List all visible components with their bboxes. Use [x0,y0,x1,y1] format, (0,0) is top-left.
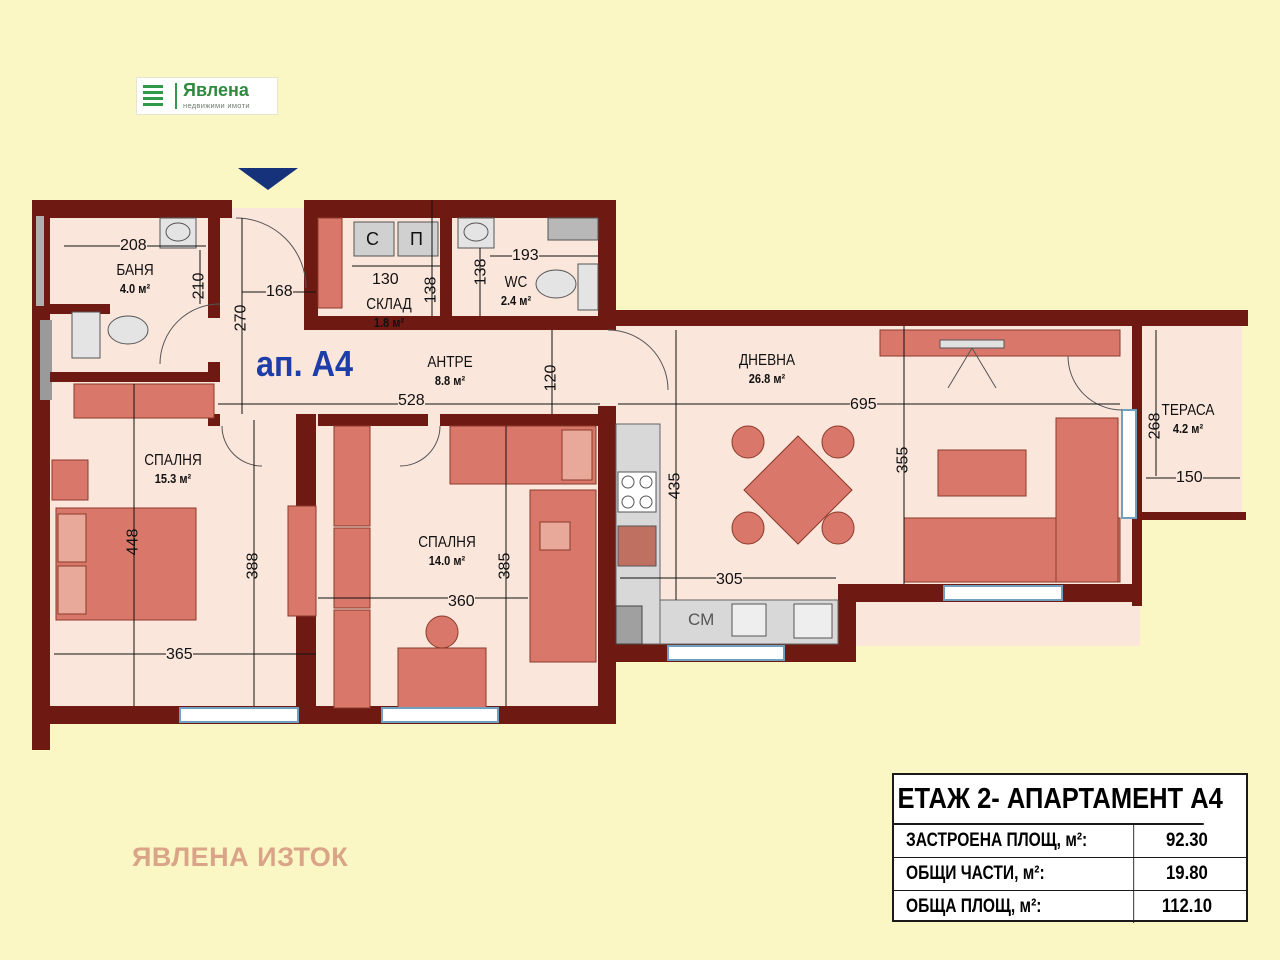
dim-270: 270 [232,304,250,332]
furniture [51,217,1121,709]
area-table-title: ЕТАЖ 2- АПАРТАМЕНТ А4 [894,775,1223,825]
appliance-mark-cm: СМ [688,610,715,629]
dim-305: 305 [716,571,743,588]
sanitary-fixtures [71,217,599,359]
area-table-row: ОБЩА ПЛОЩ, м²: 112.10 [894,891,1246,923]
dim-448: 448 [124,528,142,556]
dim-138-a: 138 [422,276,440,304]
project-name: ЯВЛЕНА ИЗТОК [132,842,349,872]
area-table-label: ОБЩА ПЛОЩ, м²: [906,896,1042,917]
dim-193: 193 [512,247,539,264]
logo-mark-icon [143,85,163,106]
storage-cabinets [353,221,439,257]
dimension-lines [54,200,1240,706]
windows [179,409,1137,723]
dim-435: 435 [666,472,684,500]
dim-388: 388 [244,552,262,580]
logo-divider [175,83,177,109]
area-table-row: ЗАСТРОЕНА ПЛОЩ, м²: 92.30 [894,825,1246,858]
dim-130: 130 [372,271,399,288]
left-side-block-2 [36,216,44,306]
area-table: ЕТАЖ 2- АПАРТАМЕНТ А4 ЗАСТРОЕНА ПЛОЩ, м²… [892,773,1248,923]
dim-120: 120 [542,364,560,392]
logo-subtitle: недвижими имоти [183,101,250,110]
logo-name: Явлена [183,80,249,100]
dim-385: 385 [496,552,514,580]
dim-268: 268 [1146,412,1164,440]
dim-150: 150 [1176,469,1203,486]
area-table-value: 92.30 [1133,825,1239,857]
dim-360: 360 [448,593,475,610]
storage-mark-p: П [410,229,423,249]
dining-set [731,425,855,545]
dim-528: 528 [398,392,425,409]
dim-365: 365 [166,646,193,663]
storage-mark-c: С [366,229,379,249]
dim-208: 208 [120,237,147,254]
left-side-block [40,320,52,400]
door-swings [159,217,1123,467]
kitchen-counter [615,423,839,645]
area-table-value: 112.10 [1133,891,1239,923]
dim-355: 355 [894,446,912,474]
company-logo: Явлена недвижими имоти [136,77,278,115]
area-table-value: 19.80 [1133,858,1239,890]
dim-695: 695 [850,396,877,413]
tv-unit [939,339,1005,389]
dim-138-b: 138 [472,258,490,286]
dim-210: 210 [190,272,208,300]
area-table-label: ОБЩИ ЧАСТИ, м²: [906,863,1045,884]
bed-pillows [57,429,593,615]
entrance-arrow-icon [238,168,298,190]
area-table-row: ОБЩИ ЧАСТИ, м²: 19.80 [894,858,1246,891]
area-table-label: ЗАСТРОЕНА ПЛОЩ, м²: [906,830,1088,851]
desk-chair [425,615,459,649]
dim-168: 168 [266,283,293,300]
apartment-label: ап. А4 [256,343,354,384]
